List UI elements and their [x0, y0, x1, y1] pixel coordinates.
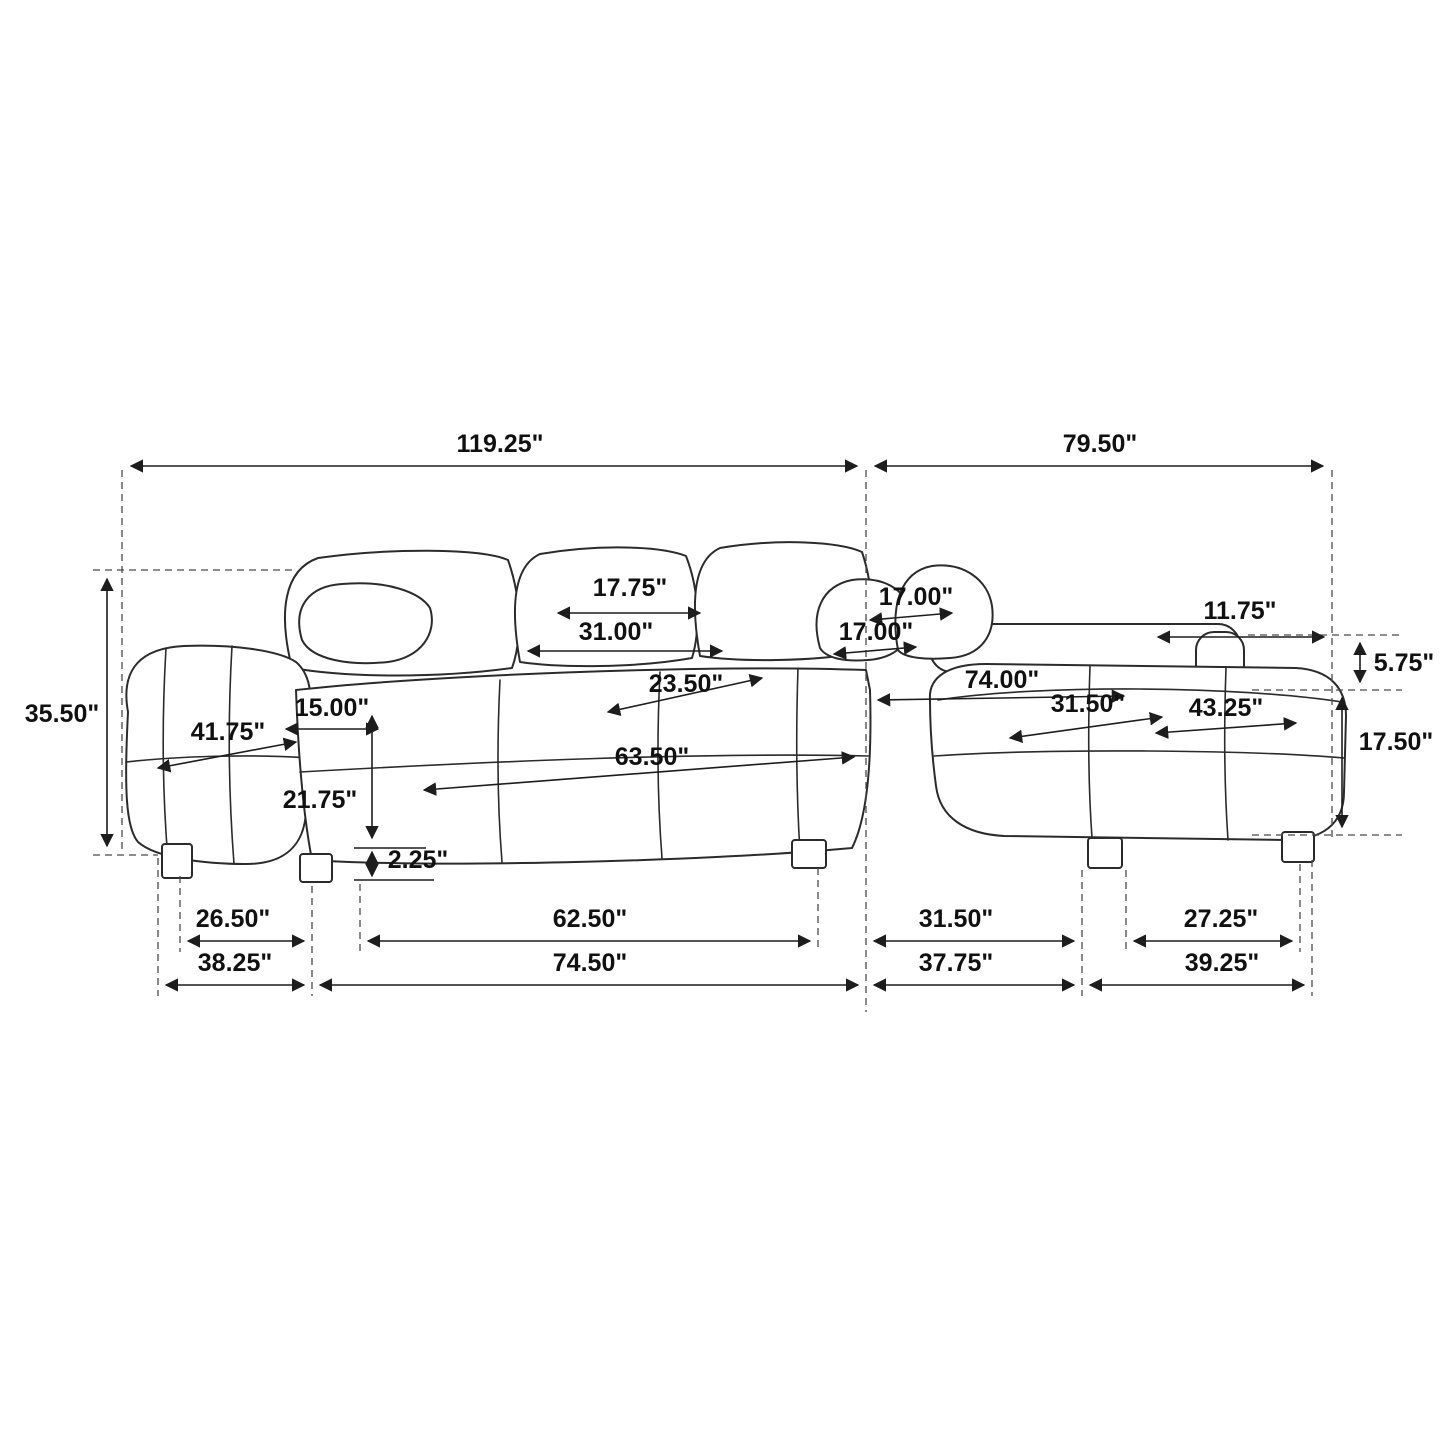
dim-right-arm-top: 11.75"	[1156, 597, 1326, 644]
dim-leg-span-center: 62.50"	[366, 905, 812, 948]
chaise-seam-h	[933, 750, 1345, 759]
dim-label-overall-right: 79.50"	[1063, 430, 1137, 458]
dim-pillow-right: 17.00"	[868, 583, 954, 626]
dim-inner-back-width: 31.00"	[526, 618, 724, 658]
dim-right-length: 74.00"	[876, 666, 1126, 707]
dim-label-base-chaise: 39.25"	[1185, 949, 1259, 977]
dim-label-overall-left: 119.25"	[457, 430, 544, 458]
dim-label-base-left: 38.25"	[198, 949, 272, 977]
dim-arm-width: 15.00"	[284, 694, 380, 736]
dim-overall-left: 119.25"	[129, 430, 859, 473]
throw-pillow-left	[298, 582, 433, 665]
extension-lines	[93, 470, 1402, 1012]
dim-leg-span-left: 26.50"	[186, 905, 306, 948]
dim-seat-depth: 23.50"	[606, 670, 764, 717]
dim-label-pillow-left: 17.00"	[839, 618, 913, 646]
dim-overall-height: 35.50"	[25, 577, 114, 848]
dim-base-chaise: 39.25"	[1088, 949, 1306, 992]
dim-seat-height-right: 17.50"	[1335, 696, 1433, 829]
dim-left-depth: 41.75"	[156, 718, 298, 773]
dim-overall-right: 79.50"	[873, 430, 1325, 473]
dim-label-seat-depth: 23.50"	[649, 670, 723, 698]
leg-center	[791, 839, 827, 869]
dim-label-left-depth: 41.75"	[191, 718, 265, 746]
dim-label-pillow-right: 17.00"	[879, 583, 953, 611]
dim-leg-span-chaise: 27.25"	[1132, 905, 1294, 948]
dim-back-cushion-width: 17.75"	[556, 574, 702, 620]
dim-label-arm-above-seat: 5.75"	[1374, 649, 1435, 677]
chaise-seam-v1	[1087, 665, 1093, 839]
dim-seat-width: 63.50"	[422, 743, 856, 796]
dim-label-leg-span-center: 62.50"	[553, 905, 627, 933]
chaise-seat	[928, 663, 1347, 841]
dim-arm-above-seat: 5.75"	[1353, 641, 1435, 684]
dim-label-arm-height: 21.75"	[283, 786, 357, 814]
dim-base-right: 37.75"	[872, 949, 1076, 992]
dim-label-leg-span-chaise: 27.25"	[1184, 905, 1258, 933]
back-cushion-middle	[513, 546, 699, 668]
dim-leg-height: 2.25"	[354, 846, 449, 881]
left-arm	[125, 644, 312, 865]
dim-base-center: 74.50"	[318, 949, 860, 992]
dim-label-base-center: 74.50"	[553, 949, 627, 977]
dim-label-right-seat-width: 31.50"	[1051, 690, 1125, 718]
dim-label-inner-back-width: 31.00"	[579, 618, 653, 646]
dim-base-left: 38.25"	[164, 949, 306, 992]
dim-label-seat-width: 63.50"	[615, 743, 689, 771]
dim-label-seat-height-right: 17.50"	[1359, 728, 1433, 756]
leg-front-left	[161, 843, 193, 879]
leg-chaise-right	[1281, 831, 1315, 863]
dim-label-leg-span-right: 31.50"	[919, 905, 993, 933]
dim-leg-span-right: 31.50"	[872, 905, 1076, 948]
leg-front-mid	[299, 853, 333, 883]
dim-pillow-left: 17.00"	[832, 618, 918, 660]
dim-right-seat-width: 31.50"	[1008, 690, 1164, 744]
dim-label-right-arm-top: 11.75"	[1203, 597, 1276, 625]
dim-label-overall-height: 35.50"	[25, 700, 99, 728]
leg-chaise-left	[1087, 837, 1123, 869]
dim-label-leg-height: 2.25"	[388, 846, 449, 874]
dim-label-arm-width: 15.00"	[295, 694, 369, 722]
sofa-drawing	[125, 541, 1347, 883]
chaise-seam-v2	[1223, 667, 1229, 841]
dim-label-base-right: 37.75"	[919, 949, 993, 977]
dim-label-back-cushion-width: 17.75"	[593, 574, 667, 602]
dim-arm-height: 21.75"	[283, 714, 379, 840]
dim-label-leg-span-left: 26.50"	[196, 905, 270, 933]
dim-chaise-length: 43.25"	[1154, 694, 1298, 739]
main-seat	[295, 667, 872, 865]
dim-label-chaise-length: 43.25"	[1189, 694, 1263, 722]
dim-label-right-length: 74.00"	[965, 666, 1039, 694]
